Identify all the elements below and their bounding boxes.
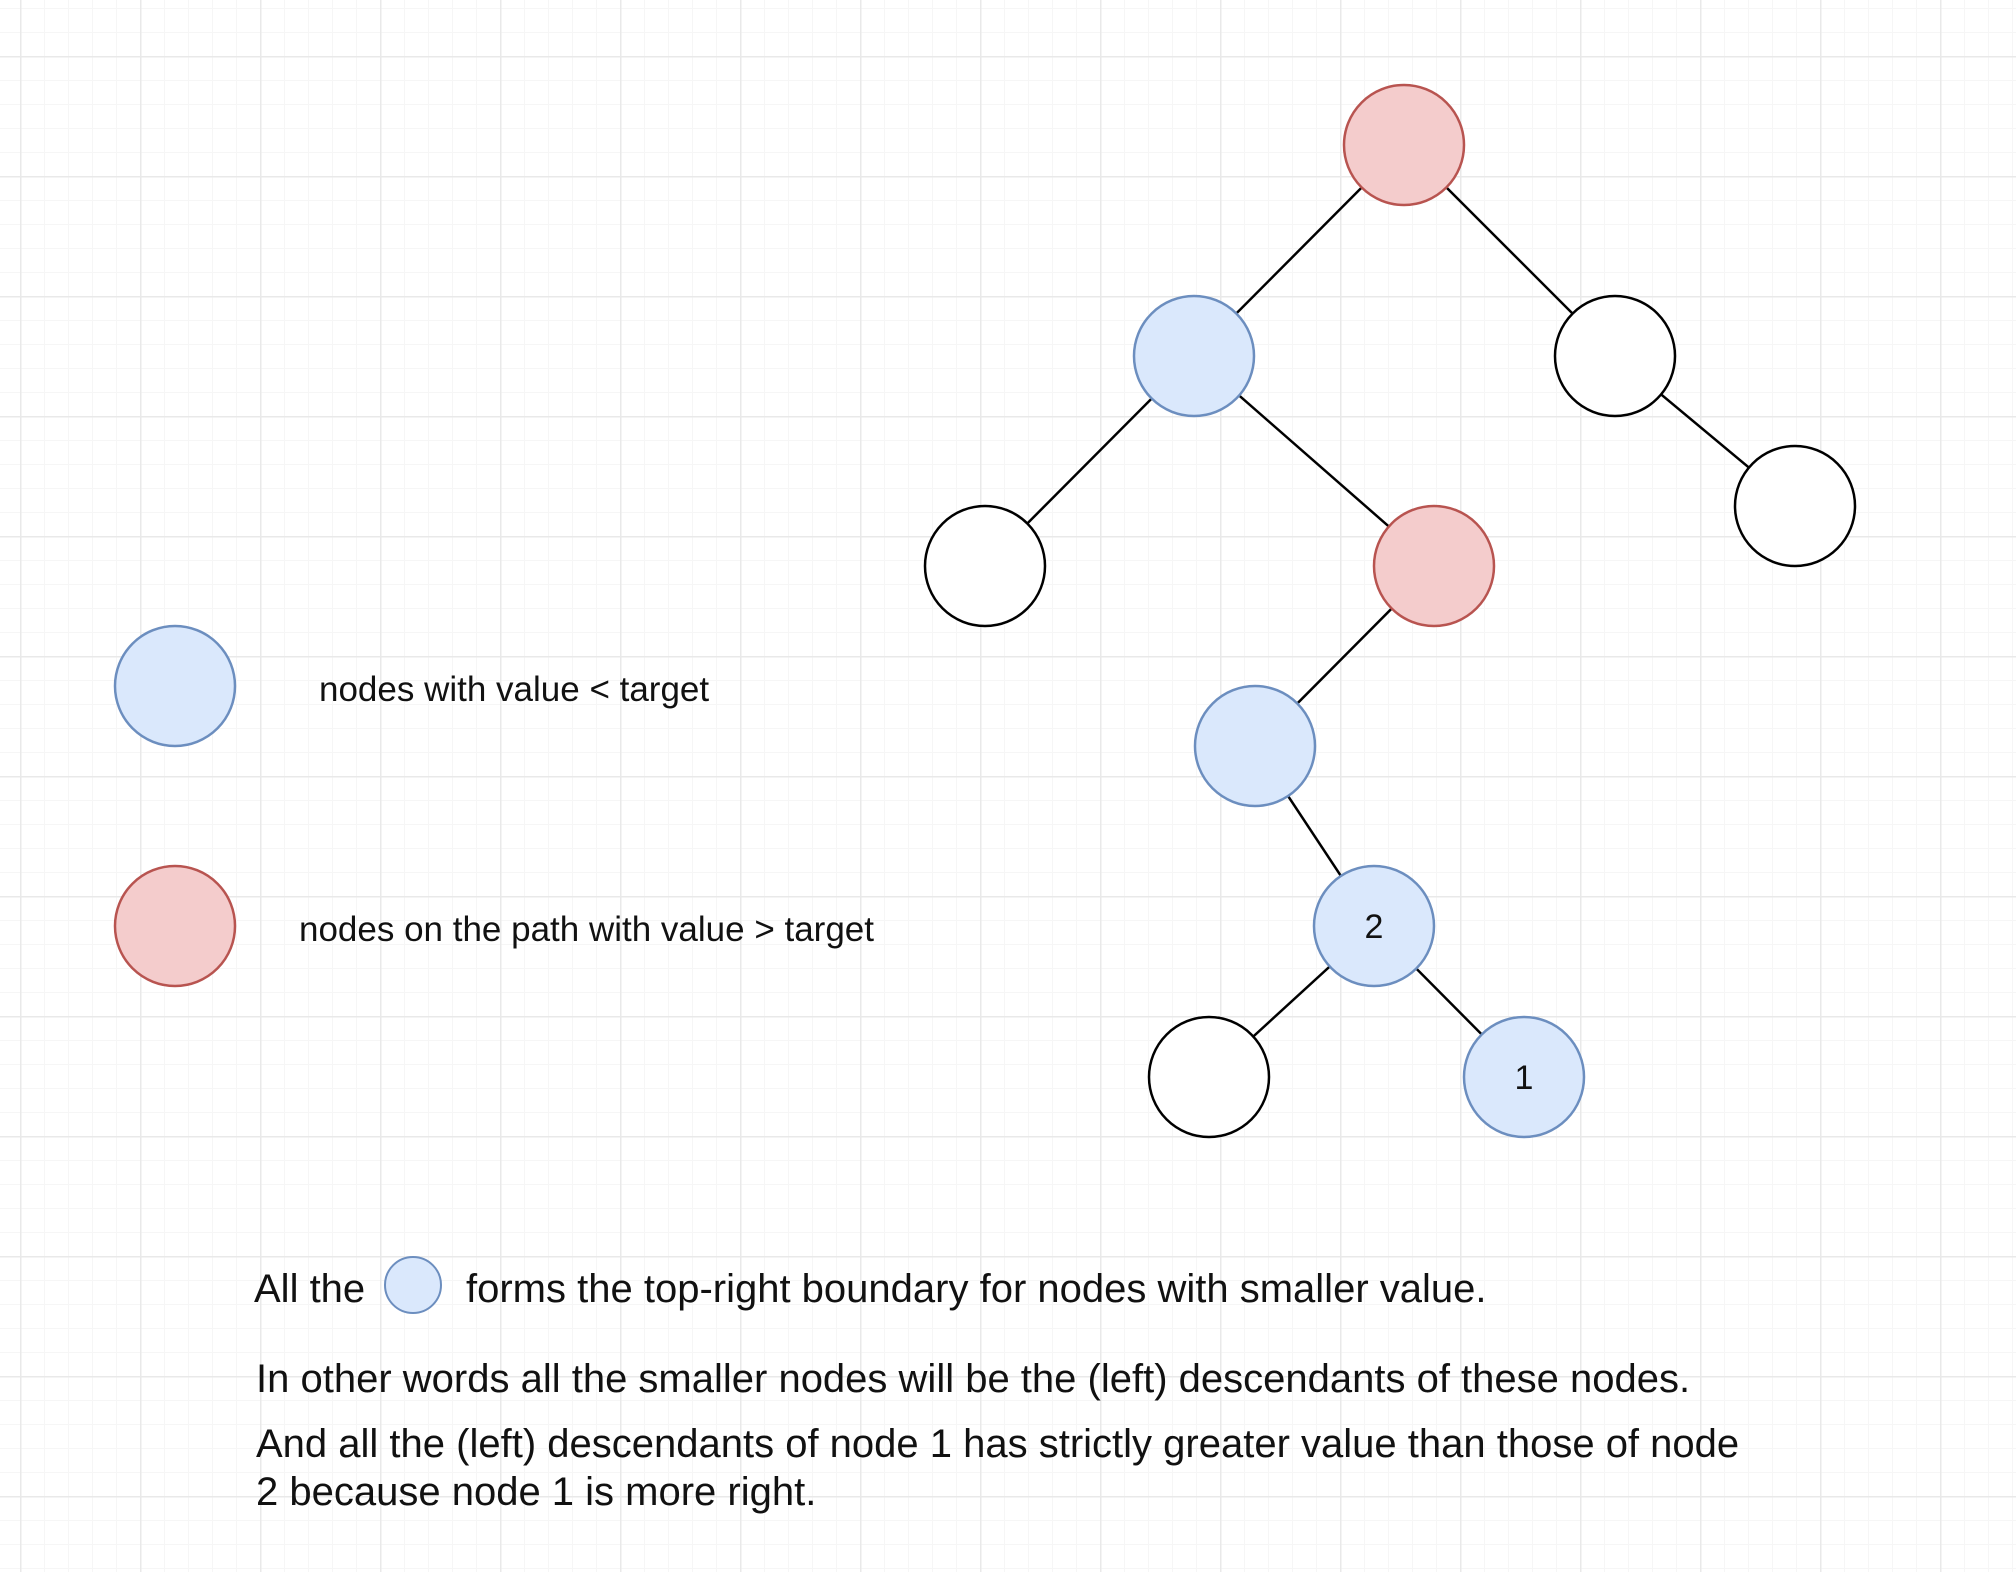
tree-node-lr	[1372, 504, 1496, 628]
tree-node-n1: 1	[1462, 1015, 1586, 1139]
tree-node-n2l	[1147, 1015, 1271, 1139]
tree-node-circle	[1372, 504, 1496, 628]
tree-node-root	[1342, 83, 1466, 207]
legend-label: nodes on the path with value > target	[299, 910, 874, 949]
tree-node-rr	[1733, 444, 1857, 568]
tree-node-label: 1	[1515, 1059, 1534, 1097]
tree-node-circle	[1147, 1015, 1271, 1139]
tree-node-circle	[1342, 83, 1466, 207]
tree-node-r	[1553, 294, 1677, 418]
tree-node-circle	[1733, 444, 1857, 568]
legend-swatch	[113, 864, 237, 988]
tree-node-label: 2	[1365, 908, 1384, 946]
legend: nodes with value < target nodes on the pa…	[113, 624, 874, 988]
tree-node-circle	[1193, 684, 1317, 808]
tree-node-circle	[1132, 294, 1256, 418]
summary-prefix: All the	[254, 1267, 366, 1311]
legend-item-smaller: nodes with value < target	[113, 624, 709, 748]
legend-swatch	[113, 624, 237, 748]
tree-node-n2: 2	[1312, 864, 1436, 988]
legend-item-greater: nodes on the path with value > target	[113, 864, 874, 988]
tree-node-circle	[923, 504, 1047, 628]
tree-node-lrl	[1193, 684, 1317, 808]
explanation-line: In other words all the smaller nodes wil…	[256, 1357, 1691, 1401]
summary-swatch-icon	[384, 1256, 442, 1314]
tree-nodes: 21	[923, 83, 1857, 1139]
tree-node-ll	[923, 504, 1047, 628]
legend-label: nodes with value < target	[319, 670, 709, 709]
tree-node-circle	[1312, 864, 1436, 988]
tree-node-l	[1132, 294, 1256, 418]
summary-suffix: forms the top-right boundary for nodes w…	[466, 1267, 1487, 1311]
tree-node-circle	[1462, 1015, 1586, 1139]
explanation-line: And all the (left) descendants of node 1…	[256, 1422, 1740, 1514]
tree-node-circle	[1553, 294, 1677, 418]
